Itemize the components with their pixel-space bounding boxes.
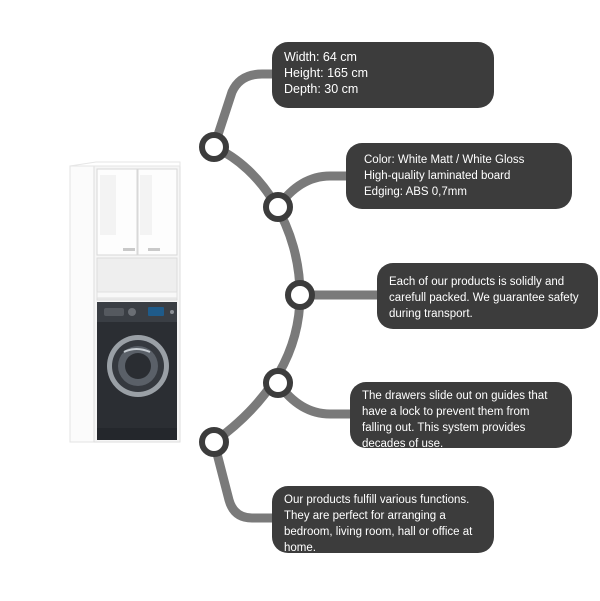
bubble-text-line: Color: White Matt / White Gloss [364,154,525,166]
bubble-text-line: They are perfect for arranging a [284,510,446,522]
info-bubble-packaging: Each of our products is solidly and care… [377,263,598,329]
bubble-text-line: The drawers slide out on guides that [362,390,548,402]
washing-machine-cabinet-product-image [69,161,181,443]
bubble-text-line: during transport. [389,308,473,320]
bubble-text-line: falling out. This system provides [362,422,526,434]
bubble-text-line: Depth: 30 cm [284,82,359,96]
node-packaging [285,280,315,310]
node-materials [263,192,293,222]
bubble-text-line: Our products fulfill various functions. [284,494,470,506]
bubble-text-line: Width: 64 cm [284,50,357,64]
bubble-text-line: decades of use. [362,438,444,450]
bubble-text-line: carefull packed. We guarantee safety [389,292,579,304]
info-bubble-materials: Color: White Matt / White Gloss High-qua… [346,143,572,209]
node-drawers [263,368,293,398]
bubble-text-line: Each of our products is solidly and [389,276,565,288]
bubble-text-line: High-quality laminated board [364,170,511,182]
bubble-text-line: Edging: ABS 0,7mm [364,186,467,198]
info-bubble-drawers: The drawers slide out on guides that hav… [350,382,572,450]
node-functions [199,427,229,457]
connector-nodes [199,132,315,457]
bubble-text-line: have a lock to prevent them from [362,406,530,418]
node-dimensions [199,132,229,162]
info-bubble-dimensions: Width: 64 cm Height: 165 cm Depth: 30 cm [272,42,494,108]
bubble-text-line: home. [284,542,316,554]
bubble-text-line: Height: 165 cm [284,66,369,80]
bubble-text-line: bedroom, living room, hall or office at [284,526,473,538]
info-bubble-functions: Our products fulfill various functions. … [272,486,494,554]
